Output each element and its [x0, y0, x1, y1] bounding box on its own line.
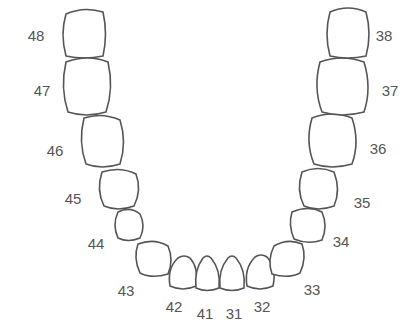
tooth-number: 38 [376, 28, 393, 43]
tooth-number: 32 [254, 299, 271, 314]
tooth-outline [196, 256, 220, 291]
tooth-number: 42 [166, 299, 183, 314]
tooth-outline [81, 115, 123, 167]
tooth-outline [290, 209, 325, 243]
tooth-number: 35 [354, 195, 371, 210]
tooth-outline [63, 58, 110, 115]
tooth-number: 33 [304, 282, 321, 297]
tooth-outline [115, 209, 143, 240]
tooth-outline [327, 8, 369, 58]
tooth-outline [169, 256, 196, 289]
tooth-number: 37 [382, 83, 399, 98]
tooth-number: 31 [226, 306, 243, 321]
tooth-number: 45 [65, 191, 82, 206]
tooth-outline [317, 58, 368, 115]
tooth-number: 48 [28, 28, 45, 43]
tooth-outline [299, 169, 337, 210]
tooth-number: 44 [88, 236, 105, 251]
tooth-outline [309, 114, 356, 167]
tooth-outline [136, 241, 171, 276]
tooth-number: 43 [118, 283, 135, 298]
tooth-number: 34 [333, 234, 350, 249]
tooth-number: 47 [34, 83, 51, 98]
tooth-outline [270, 241, 304, 276]
tooth-outline [99, 169, 138, 209]
tooth-outline [220, 256, 245, 291]
tooth-number: 46 [47, 143, 64, 158]
tooth-number: 41 [197, 306, 214, 321]
tooth-number: 36 [370, 141, 387, 156]
tooth-outline [63, 9, 106, 58]
